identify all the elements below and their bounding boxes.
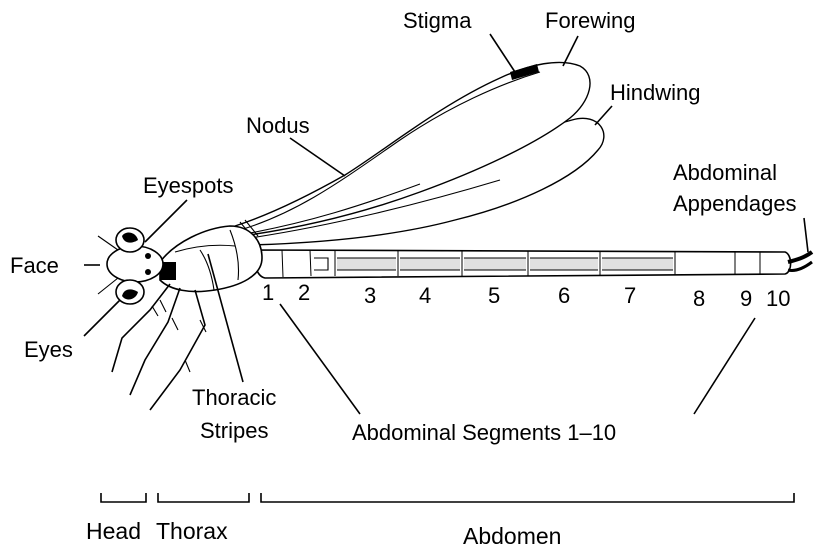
thorax-body <box>160 226 262 292</box>
label-eyes: Eyes <box>24 337 73 362</box>
abdomen-body <box>254 250 812 278</box>
segment-number: 5 <box>488 283 500 308</box>
label-thoracic-stripes-2: Stripes <box>200 418 268 443</box>
label-eyespots: Eyespots <box>143 173 234 198</box>
segment-number: 2 <box>298 280 310 305</box>
segment-number: 9 <box>740 286 752 311</box>
label-abdominal-appendages-1: Abdominal <box>673 160 777 185</box>
label-forewing: Forewing <box>545 8 635 33</box>
region-label-abdomen: Abdomen <box>463 523 561 549</box>
label-face: Face <box>10 253 59 278</box>
label-abdominal-segments: Abdominal Segments 1–10 <box>352 420 616 445</box>
label-thoracic-stripes-1: Thoracic <box>192 385 276 410</box>
segment-number: 8 <box>693 286 705 311</box>
label-nodus: Nodus <box>246 113 310 138</box>
segment-number: 7 <box>624 283 636 308</box>
label-hindwing: Hindwing <box>610 80 701 105</box>
segment-number: 3 <box>364 283 376 308</box>
label-stigma: Stigma <box>403 8 472 33</box>
segment-number: 4 <box>419 283 431 308</box>
region-brackets <box>101 493 794 502</box>
region-label-head: Head <box>86 518 141 544</box>
label-abdominal-appendages-2: Appendages <box>673 191 797 216</box>
segment-numbers: 1 2 3 4 5 6 7 8 9 10 <box>262 280 790 311</box>
region-label-thorax: Thorax <box>156 518 228 544</box>
segment-number: 6 <box>558 283 570 308</box>
segment-number: 10 <box>766 286 790 311</box>
segment-number: 1 <box>262 280 274 305</box>
head-body <box>98 228 163 304</box>
